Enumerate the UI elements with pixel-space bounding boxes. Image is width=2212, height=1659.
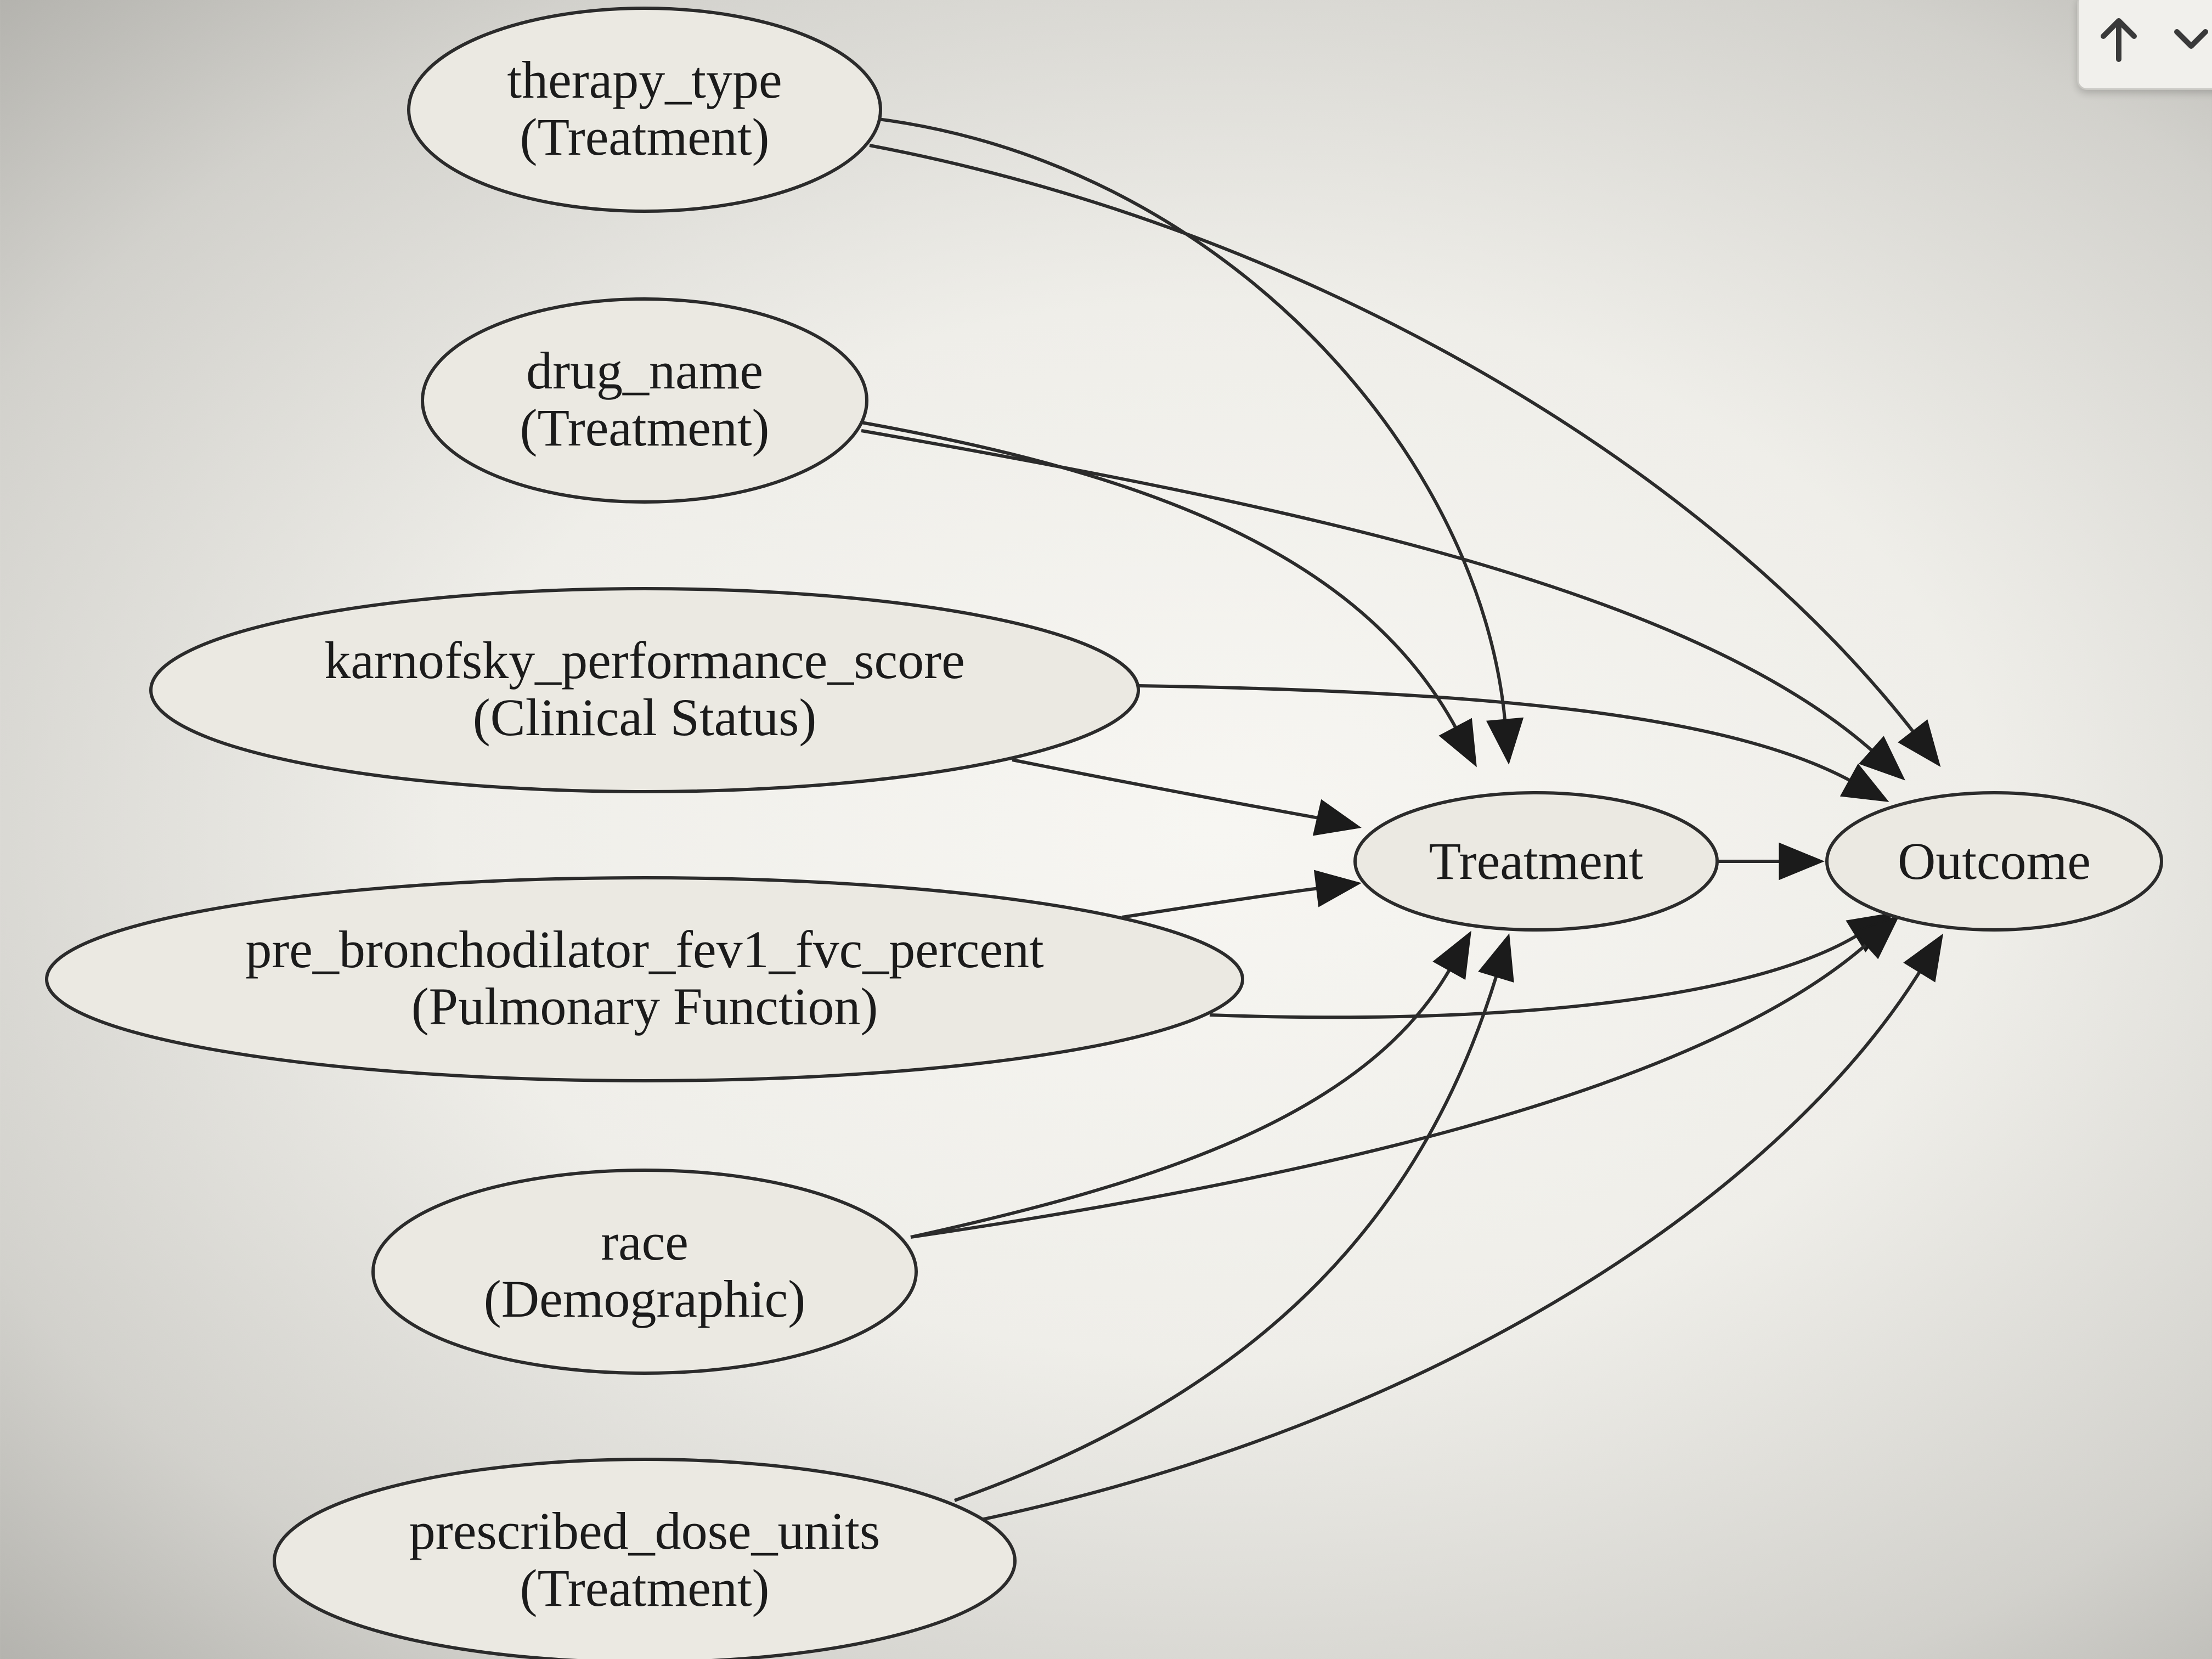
- node-label: therapy_type: [507, 50, 782, 109]
- edge-therapy_type-to-treatment: [869, 116, 1507, 725]
- node-category: (Treatment): [520, 398, 769, 457]
- node-therapy_type[interactable]: therapy_type(Treatment): [407, 7, 882, 213]
- edge-dose_units-to-outcome: [954, 967, 1923, 1527]
- node-category: (Treatment): [520, 108, 769, 166]
- move-up-button[interactable]: [2089, 6, 2149, 72]
- node-outcome[interactable]: Outcome: [1825, 791, 2163, 932]
- edge-drug_name-to-outcome: [861, 429, 1876, 755]
- node-label: Outcome: [1898, 832, 2091, 890]
- node-category: (Demographic): [484, 1269, 805, 1328]
- move-down-button[interactable]: [2161, 6, 2212, 72]
- arrowhead-treatment-to-outcome: [1779, 842, 1825, 881]
- node-treatment[interactable]: Treatment: [1353, 791, 1719, 932]
- navigation-toolbar: [2077, 0, 2212, 90]
- arrowhead-drug_name-to-treatment: [1438, 718, 1477, 768]
- node-ellipse: [421, 297, 868, 504]
- node-label: prescribed_dose_units: [409, 1502, 880, 1560]
- edge-fev1-to-outcome: [1209, 932, 1861, 1019]
- node-label: Treatment: [1429, 832, 1643, 890]
- node-race[interactable]: race(Demographic): [371, 1169, 918, 1375]
- node-label: race: [601, 1212, 689, 1271]
- node-ellipse: [45, 876, 1244, 1082]
- edge-dose_units-to-treatment: [953, 972, 1499, 1502]
- nodes-layer: therapy_type(Treatment)drug_name(Treatme…: [45, 7, 2163, 1659]
- node-category: (Treatment): [520, 1559, 769, 1617]
- edge-race-to-outcome: [910, 940, 1871, 1239]
- arrowhead-karnofsky-to-outcome: [1839, 763, 1889, 802]
- node-dose_units[interactable]: prescribed_dose_units(Treatment): [273, 1458, 1017, 1659]
- edges-layer: [861, 116, 1944, 1527]
- node-fev1[interactable]: pre_bronchodilator_fev1_fvc_percent(Pulm…: [45, 876, 1244, 1082]
- node-label: pre_bronchodilator_fev1_fvc_percent: [245, 920, 1044, 979]
- chevron-down-icon: [2174, 29, 2208, 49]
- arrowhead-therapy_type-to-outcome: [1898, 719, 1941, 768]
- node-ellipse: [1353, 791, 1719, 932]
- arrowhead-dose_units-to-treatment: [1478, 933, 1514, 983]
- edge-fev1-to-treatment: [1121, 886, 1322, 919]
- edge-drug_name-to-treatment: [861, 421, 1459, 732]
- node-category: (Clinical Status): [473, 688, 817, 747]
- edge-race-to-treatment: [910, 965, 1453, 1239]
- node-ellipse: [371, 1169, 918, 1375]
- node-karnofsky[interactable]: karnofsky_performance_score(Clinical Sta…: [149, 587, 1140, 793]
- arrowhead-dose_units-to-outcome: [1903, 933, 1944, 983]
- node-ellipse: [273, 1458, 1017, 1659]
- node-category: (Pulmonary Function): [411, 977, 878, 1036]
- edge-therapy_type-to-outcome: [869, 144, 1917, 736]
- arrowhead-fev1-to-treatment: [1313, 870, 1362, 907]
- arrowhead-drug_name-to-outcome: [1858, 736, 1905, 781]
- node-ellipse: [407, 7, 882, 213]
- arrowhead-karnofsky-to-treatment: [1312, 799, 1362, 836]
- arrow-up-icon: [2101, 18, 2137, 62]
- arrowhead-race-to-treatment: [1432, 930, 1471, 980]
- edge-karnofsky-to-outcome: [1138, 684, 1855, 784]
- node-drug_name[interactable]: drug_name(Treatment): [421, 297, 868, 504]
- node-ellipse: [149, 587, 1140, 793]
- arrowhead-race-to-outcome: [1853, 915, 1900, 960]
- node-label: drug_name: [526, 341, 763, 400]
- node-label: karnofsky_performance_score: [324, 631, 964, 690]
- node-ellipse: [1825, 791, 2163, 932]
- arrowhead-therapy_type-to-treatment: [1486, 717, 1524, 765]
- edge-karnofsky-to-treatment: [1012, 758, 1323, 821]
